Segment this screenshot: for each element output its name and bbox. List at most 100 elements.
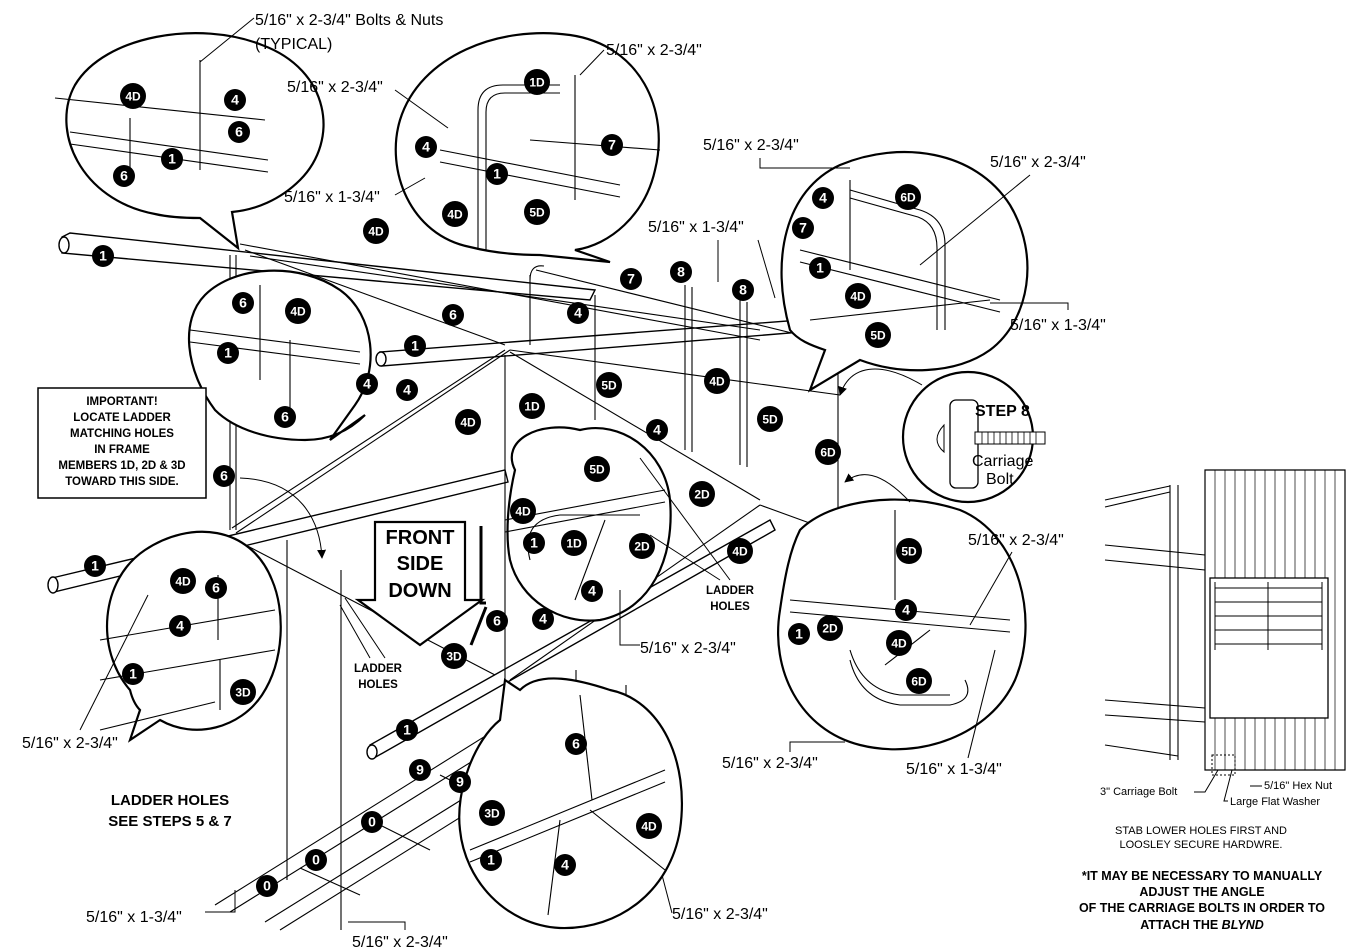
svg-text:3D: 3D [446, 650, 462, 664]
svg-text:1: 1 [224, 345, 232, 361]
svg-text:7: 7 [627, 271, 635, 287]
svg-text:5D: 5D [870, 329, 886, 343]
part-badge-6: 6 [113, 165, 135, 187]
svg-text:4D: 4D [850, 290, 866, 304]
svg-text:4: 4 [363, 376, 371, 392]
blind-warning-4: ATTACH THE BLYND [1140, 918, 1264, 932]
svg-text:6: 6 [281, 409, 289, 425]
front-arrow-line2: SIDE [397, 553, 444, 575]
part-badge-1: 1 [788, 623, 810, 645]
part-badge-3d: 3D [230, 679, 256, 705]
blind-instruction-2: LOOSLEY SECURE HARDWRE. [1119, 839, 1282, 851]
detail-bubble-center [504, 426, 672, 622]
svg-text:4D: 4D [290, 305, 306, 319]
part-badge-4: 4 [169, 615, 191, 637]
svg-text:4: 4 [176, 618, 184, 634]
part-badge-5d: 5D [596, 372, 622, 398]
svg-text:8: 8 [677, 264, 685, 280]
important-line4: IN FRAME [94, 444, 150, 456]
part-badge-4d: 4D [886, 630, 912, 656]
part-badge-6: 6 [228, 121, 250, 143]
svg-text:4: 4 [588, 583, 596, 599]
svg-text:4: 4 [539, 611, 547, 627]
part-badge-0: 0 [305, 849, 327, 871]
svg-text:6: 6 [220, 468, 228, 484]
svg-text:6: 6 [235, 124, 243, 140]
part-badge-4d: 4D [636, 813, 662, 839]
svg-text:6D: 6D [911, 675, 927, 689]
label-bolt-234-j: 5/16" x 2-3/4" [672, 906, 768, 923]
part-badge-4d: 4D [442, 201, 468, 227]
part-badge-4d: 4D [285, 298, 311, 324]
part-badge-1d: 1D [524, 69, 550, 95]
blind-warning-3: OF THE CARRIAGE BOLTS IN ORDER TO [1079, 901, 1325, 915]
svg-text:6: 6 [239, 295, 247, 311]
part-badge-3d: 3D [441, 643, 467, 669]
svg-text:8: 8 [739, 282, 747, 298]
ladder-holes-left-2: HOLES [358, 679, 398, 691]
part-badge-5d: 5D [757, 406, 783, 432]
svg-text:6: 6 [572, 736, 580, 752]
svg-text:4D: 4D [709, 375, 725, 389]
part-badge-6: 6 [213, 465, 235, 487]
part-badge-8: 8 [670, 261, 692, 283]
part-badge-4d: 4D [455, 409, 481, 435]
part-badge-1: 1 [396, 719, 418, 741]
ladder-holes-right-1: LADDER [706, 585, 755, 597]
part-badge-6: 6 [486, 610, 508, 632]
ladder-note-1: LADDER HOLES [111, 792, 229, 809]
svg-text:1: 1 [411, 338, 419, 354]
part-badge-2d: 2D [689, 481, 715, 507]
svg-text:5D: 5D [601, 379, 617, 393]
part-badge-5d: 5D [865, 322, 891, 348]
svg-text:9: 9 [456, 774, 464, 790]
svg-text:5D: 5D [589, 463, 605, 477]
svg-text:0: 0 [368, 814, 376, 830]
label-bolt-134-a: 5/16" x 1-3/4" [284, 189, 380, 206]
svg-text:4D: 4D [447, 208, 463, 222]
part-badge-4: 4 [646, 419, 668, 441]
front-side-down-arrow: FRONT SIDE DOWN [354, 520, 488, 647]
detail-bubble-mid-left [187, 269, 372, 442]
part-badge-4: 4 [895, 599, 917, 621]
blind-flat-washer: Large Flat Washer [1230, 796, 1320, 808]
svg-text:6: 6 [449, 307, 457, 323]
svg-text:4: 4 [653, 422, 661, 438]
label-bolt-134-c: 5/16" x 1-3/4" [1010, 317, 1106, 334]
svg-text:1: 1 [487, 852, 495, 868]
part-badge-4d: 4D [704, 368, 730, 394]
important-line2: LOCATE LADDER [73, 412, 171, 424]
blind-instruction-1: STAB LOWER HOLES FIRST AND [1115, 825, 1287, 837]
svg-text:4D: 4D [891, 637, 907, 651]
label-bolt-234-i: 5/16" x 2-3/4" [352, 934, 448, 951]
important-line6: TOWARD THIS SIDE. [65, 476, 179, 488]
svg-text:4D: 4D [515, 505, 531, 519]
svg-text:6: 6 [493, 613, 501, 629]
svg-text:6D: 6D [820, 446, 836, 460]
svg-text:1D: 1D [524, 400, 540, 414]
svg-text:1: 1 [795, 626, 803, 642]
part-badge-5d: 5D [524, 199, 550, 225]
svg-text:4: 4 [819, 190, 827, 206]
hardware-labels: 5/16" x 2-3/4" Bolts & Nuts (TYPICAL) 5/… [22, 12, 1106, 951]
ladder-holes-right-2: HOLES [710, 601, 750, 613]
svg-text:0: 0 [263, 878, 271, 894]
svg-text:4D: 4D [368, 225, 384, 239]
part-badge-7: 7 [620, 268, 642, 290]
label-bolt-234-b: 5/16" x 2-3/4" [287, 79, 383, 96]
part-badge-4d: 4D [510, 498, 536, 524]
part-badge-0: 0 [361, 811, 383, 833]
label-typical: (TYPICAL) [255, 36, 332, 53]
front-arrow-line1: FRONT [386, 527, 455, 549]
label-bolt-234-a: 5/16" x 2-3/4" [606, 42, 702, 59]
step8-title: STEP 8 [975, 403, 1030, 420]
part-badge-2d: 2D [629, 533, 655, 559]
part-badge-8: 8 [732, 279, 754, 301]
svg-text:4: 4 [574, 305, 582, 321]
svg-text:2D: 2D [694, 488, 710, 502]
svg-text:1: 1 [530, 535, 538, 551]
part-badge-7: 7 [601, 134, 623, 156]
important-line1: IMPORTANT! [86, 396, 157, 408]
important-note: IMPORTANT! LOCATE LADDER MATCHING HOLES … [37, 387, 207, 499]
